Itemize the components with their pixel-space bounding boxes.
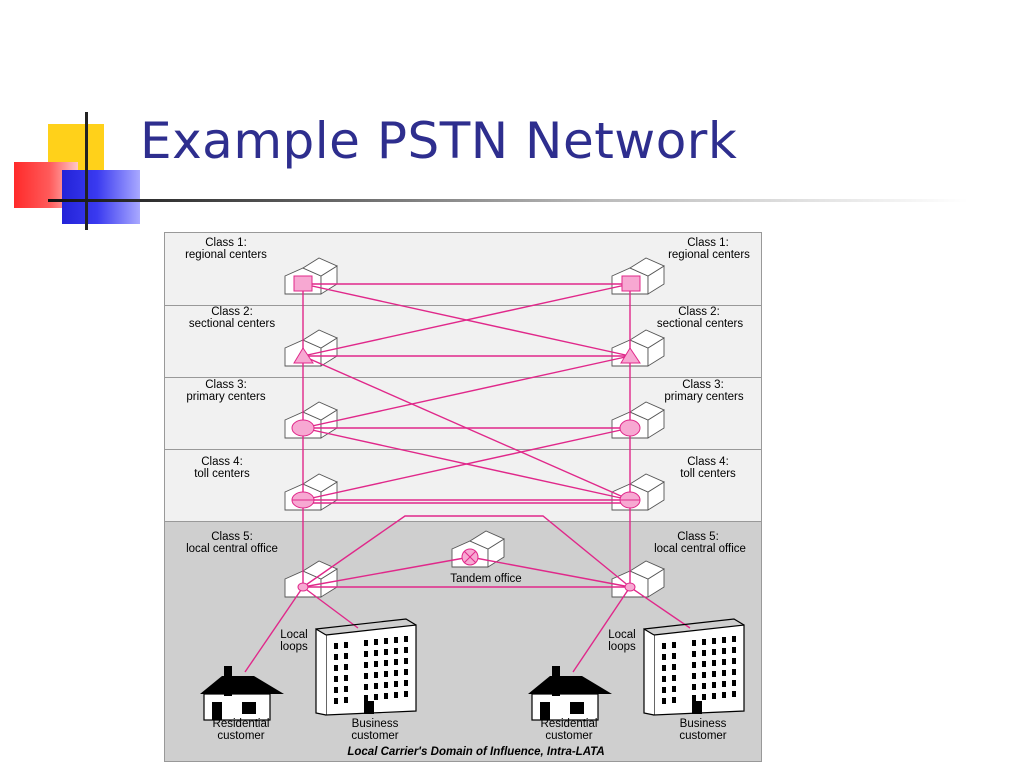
class-2-desc-right: sectional centers — [657, 318, 744, 330]
tandem-office-label: Tandem office — [450, 573, 521, 585]
class-5-label-right: Class 5: — [677, 531, 719, 543]
class-3-desc-left: primary centers — [186, 391, 265, 403]
decor-vertical-line — [85, 112, 88, 230]
business-label-left: Business — [352, 718, 399, 730]
band-class-1 — [165, 233, 761, 305]
class-4-desc-left: toll centers — [194, 468, 250, 480]
local-loops-desc-right: loops — [608, 641, 636, 653]
local-loops-desc-left: loops — [280, 641, 308, 653]
class-2-label-left: Class 2: — [211, 306, 253, 318]
residential-label-left: Residential — [213, 718, 270, 730]
class-2-desc-left: sectional centers — [189, 318, 276, 330]
local-loops-label-left: Local — [280, 629, 308, 641]
business-desc-right: customer — [679, 730, 726, 742]
band-class-2 — [165, 306, 761, 377]
class-1-label-left: Class 1: — [205, 237, 247, 249]
local-loops-label-right: Local — [608, 629, 636, 641]
business-desc-left: customer — [351, 730, 398, 742]
class-1-label-right: Class 1: — [687, 237, 729, 249]
class-5-desc-right: local central office — [654, 543, 746, 555]
class-4-label-left: Class 4: — [201, 456, 243, 468]
page-title: Example PSTN Network — [140, 112, 738, 170]
class-4-desc-right: toll centers — [680, 468, 736, 480]
trunk-links — [244, 283, 691, 673]
pstn-diagram: Class 1: regional centers Class 2: secti… — [164, 232, 762, 762]
class-5-label-left: Class 5: — [211, 531, 253, 543]
class-3-desc-right: primary centers — [664, 391, 743, 403]
title-underline — [48, 199, 968, 202]
band-class-4 — [165, 450, 761, 521]
class-3-switch-right — [619, 419, 641, 437]
class-1-switch-left — [293, 275, 313, 292]
class-2-switch-right — [620, 347, 641, 364]
class-2-switch-left — [293, 347, 314, 364]
class-5-desc-left: local central office — [186, 543, 278, 555]
band-class-3 — [165, 378, 761, 449]
class-5-switch-left — [297, 582, 309, 592]
labels-left: Class 1: regional centers Class 2: secti… — [185, 237, 399, 742]
class-3-label-left: Class 3: — [205, 379, 247, 391]
decor-blue-square — [62, 170, 140, 224]
class-1-desc-right: regional centers — [668, 249, 750, 261]
class-4-label-right: Class 4: — [687, 456, 729, 468]
labels-right: Class 1: regional centers Class 2: secti… — [541, 237, 751, 742]
residential-desc-right: customer — [545, 730, 592, 742]
residential-label-right: Residential — [541, 718, 598, 730]
diagram-footer: Local Carrier's Domain of Influence, Int… — [347, 746, 604, 758]
business-label-right: Business — [680, 718, 727, 730]
class-1-desc-left: regional centers — [185, 249, 267, 261]
class-2-label-right: Class 2: — [678, 306, 720, 318]
residential-desc-left: customer — [217, 730, 264, 742]
class-1-switch-right — [621, 275, 641, 292]
class-3-switch-left — [291, 419, 315, 437]
class-3-label-right: Class 3: — [682, 379, 724, 391]
class-5-switch-right — [624, 582, 636, 592]
